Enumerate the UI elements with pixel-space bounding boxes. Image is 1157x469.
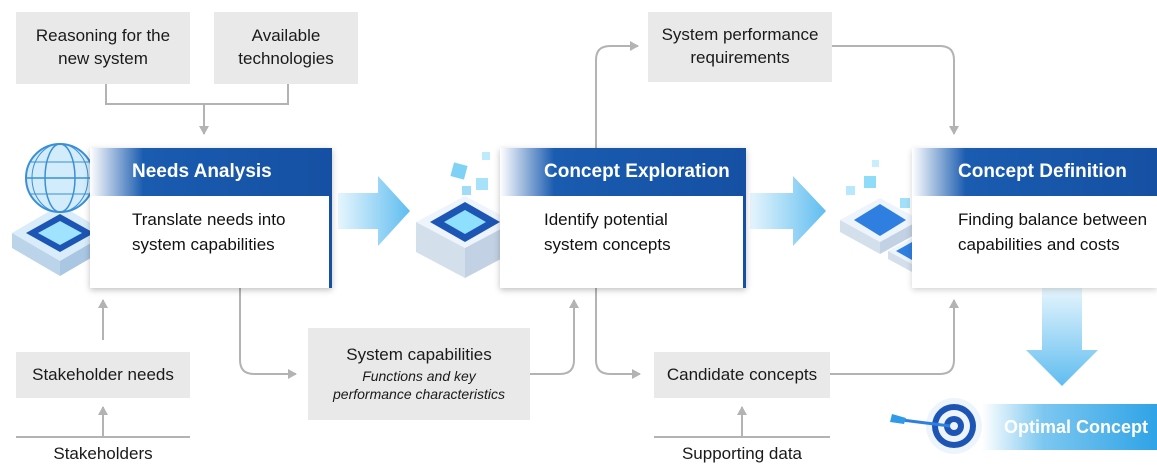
candidate-concepts-label: Candidate concepts xyxy=(666,364,818,384)
technologies-box: Available technologies xyxy=(214,12,358,84)
technologies-line-2: technologies xyxy=(238,49,334,68)
system-capabilities-sub-2: performance characteristics xyxy=(333,386,505,403)
stage-title: Concept Definition xyxy=(958,161,1127,182)
system-capabilities-sub-1: Functions and key xyxy=(362,367,476,384)
system-capabilities-box: System capabilities Functions and key pe… xyxy=(308,328,530,420)
stage-header: Concept Definition xyxy=(912,148,1157,196)
system-performance-box: System performance requirements xyxy=(648,12,832,82)
stage-body-line-1: Finding balance between xyxy=(958,210,1148,229)
stage-body: Finding balance between capabilities and… xyxy=(958,208,1147,257)
stage-header: Needs Analysis xyxy=(90,148,332,196)
flow-arrow-2 xyxy=(750,176,826,246)
target-icon xyxy=(890,398,982,454)
stakeholder-needs-box: Stakeholder needs xyxy=(16,352,190,398)
stage-needs-analysis: Needs Analysis Translate needs into syst… xyxy=(90,148,332,288)
cube-chip-icon xyxy=(416,152,514,278)
stakeholder-needs-label: Stakeholder needs xyxy=(32,364,174,384)
stage-accent xyxy=(743,148,746,288)
optimal-concept-label: Optimal Concept xyxy=(1004,416,1149,437)
supporting-data-label: Supporting data xyxy=(681,444,803,463)
cube-cluster-icon xyxy=(840,160,936,272)
stage-body-line-2: system capabilities xyxy=(132,234,275,254)
stage-accent xyxy=(329,148,332,288)
reasoning-line-2: new system xyxy=(58,49,148,68)
reasoning-line-1: Reasoning for the xyxy=(35,26,171,46)
flow-arrow-down xyxy=(1026,288,1098,386)
stage-concept-exploration: Concept Exploration Identify potential s… xyxy=(500,148,746,288)
stage-concept-definition: Concept Definition Finding balance betwe… xyxy=(912,148,1157,288)
system-performance-line-2: requirements xyxy=(690,48,790,67)
candidate-concepts-box: Candidate concepts xyxy=(654,352,830,398)
stage-body: Identify potential system concepts xyxy=(544,208,671,257)
stage-body: Translate needs into system capabilities xyxy=(132,208,285,257)
optimal-concept-banner: Optimal Concept xyxy=(982,404,1157,450)
stage-header: Concept Exploration xyxy=(500,148,746,196)
system-capabilities-title: System capabilities xyxy=(346,344,492,364)
reasoning-box: Reasoning for the new system xyxy=(16,12,190,84)
technologies-line-1: Available xyxy=(251,26,321,46)
stakeholders-label: Stakeholders xyxy=(53,444,153,463)
stage-title: Concept Exploration xyxy=(544,161,730,182)
stage-body-line-2: capabilities and costs xyxy=(958,234,1120,254)
stage-body-line-1: Translate needs into xyxy=(132,210,286,229)
stage-title: Needs Analysis xyxy=(132,161,272,182)
globe-chip-icon xyxy=(12,143,108,276)
flow-arrow-1 xyxy=(338,176,410,246)
stage-body-line-2: system concepts xyxy=(544,234,671,254)
stage-body-line-1: Identify potential xyxy=(544,210,668,229)
system-performance-line-1: System performance xyxy=(661,25,819,45)
